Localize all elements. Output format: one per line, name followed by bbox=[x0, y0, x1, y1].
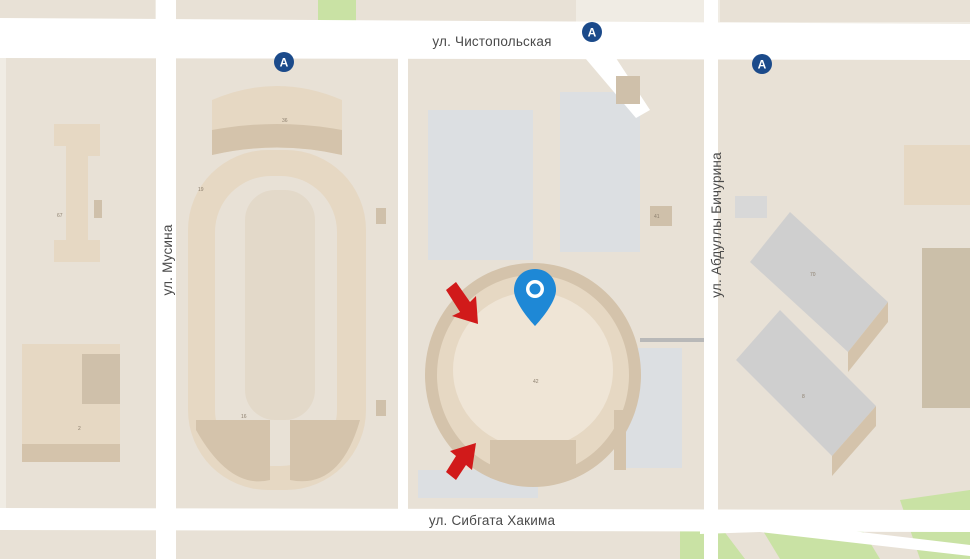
metro-icon bbox=[582, 22, 602, 42]
building-small-3 bbox=[650, 206, 672, 226]
metro-icon bbox=[752, 54, 772, 74]
building-west-shadow bbox=[22, 444, 120, 462]
building-number: 16 bbox=[241, 414, 247, 420]
metro-badge-3[interactable]: A bbox=[752, 54, 772, 74]
building-east-north-top bbox=[750, 212, 888, 352]
metro-badge-label: A bbox=[588, 26, 597, 40]
red-arrow-icon bbox=[446, 282, 478, 324]
building-number: 67 bbox=[57, 213, 63, 219]
building-kiosk bbox=[94, 200, 102, 218]
building-number: 36 bbox=[282, 118, 288, 124]
road-southeast bbox=[700, 520, 970, 556]
building-kiosk-east bbox=[735, 196, 767, 218]
block-top-east bbox=[720, 0, 970, 22]
stadium-roof bbox=[453, 292, 613, 448]
road-west bbox=[156, 0, 176, 559]
building-crescent-shadow bbox=[212, 124, 342, 155]
building-west-dark bbox=[82, 354, 120, 404]
road-east bbox=[704, 0, 718, 559]
entrance-arrow-south bbox=[446, 443, 476, 480]
building-number: 2 bbox=[78, 426, 81, 432]
stadium-bridge bbox=[640, 338, 704, 342]
park-top bbox=[318, 0, 356, 22]
red-arrow-icon bbox=[446, 443, 476, 480]
building-l-shaped bbox=[54, 124, 100, 262]
building-east-south-top bbox=[736, 310, 876, 456]
building-ring-wing-sw bbox=[196, 420, 270, 482]
building-number: 41 bbox=[654, 214, 660, 220]
block-top-west bbox=[0, 0, 155, 20]
building-number: 8 bbox=[802, 394, 805, 400]
building-ring-wing-se bbox=[290, 420, 360, 482]
road-north bbox=[0, 18, 970, 60]
street-label-north: ул. Чистопольская bbox=[432, 34, 551, 49]
stadium-south-stand bbox=[490, 440, 576, 478]
block-top-center bbox=[176, 0, 576, 22]
road-side bbox=[398, 58, 408, 510]
building-small-1 bbox=[376, 208, 386, 224]
building-east-north-side bbox=[848, 302, 888, 372]
location-marker[interactable] bbox=[514, 269, 556, 326]
stadium-annex bbox=[614, 410, 626, 470]
building-far-east bbox=[922, 248, 970, 408]
building-ring-garden bbox=[245, 190, 315, 420]
building-far-east-north bbox=[904, 145, 970, 205]
parking-lot-1 bbox=[428, 110, 533, 260]
metro-badge-label: A bbox=[280, 56, 289, 70]
building-east-south-side bbox=[832, 406, 876, 476]
map-pin-dot bbox=[529, 283, 541, 295]
building-number: 70 bbox=[810, 272, 816, 278]
metro-badge-1[interactable]: A bbox=[582, 22, 602, 42]
building-number: 19 bbox=[198, 187, 204, 193]
building-small-2 bbox=[376, 400, 386, 416]
parking-lot-2 bbox=[560, 92, 640, 252]
building-number: 42 bbox=[533, 379, 539, 385]
entrance-arrow-north bbox=[446, 282, 478, 324]
metro-badge-label: A bbox=[758, 58, 767, 72]
street-label-west: ул. Мусина bbox=[160, 224, 175, 295]
street-label-south: ул. Сибгата Хакима bbox=[429, 513, 556, 528]
metro-badge-2[interactable]: A bbox=[274, 52, 294, 72]
street-label-east: ул. Абдуллы Бичурина bbox=[709, 152, 724, 298]
metro-icon bbox=[274, 52, 294, 72]
building-kiosk-north bbox=[616, 76, 640, 104]
